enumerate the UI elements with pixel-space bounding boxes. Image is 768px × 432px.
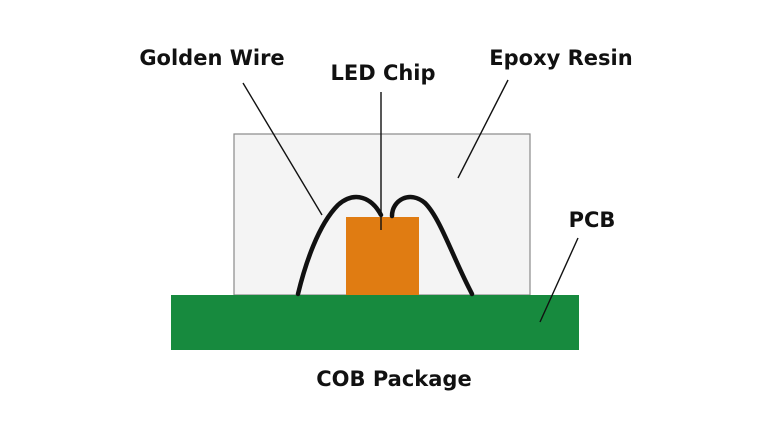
pcb-board [171,295,579,350]
golden-wire-leader [242,82,323,216]
golden-wire-right [389,194,475,297]
diagram-title: COB Package [316,367,471,391]
pcb-leader [539,237,579,323]
led-chip [346,217,419,295]
led-chip-label: LED Chip [330,61,435,85]
epoxy-resin-leader [457,79,509,179]
golden-wire-left [295,194,384,297]
pcb-label: PCB [569,208,616,232]
epoxy-resin-label: Epoxy Resin [489,46,632,70]
golden-wire-label: Golden Wire [139,46,284,70]
